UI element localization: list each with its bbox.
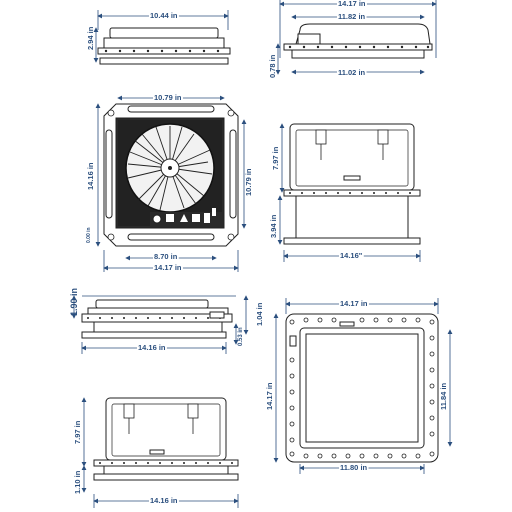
view-top-left: 10.44 in 2.94 in <box>86 10 231 65</box>
dim-profile-small-height: 0.53 in <box>238 327 244 346</box>
dim-profile-upper-height: 1.90 in <box>69 288 79 316</box>
dim-lower-base-height: 1.10 in <box>73 470 82 494</box>
dim-profile-width: 14.16 in <box>138 343 166 352</box>
view-front-fan: 10.79 in 14.16 in 10.79 in 0.00 in <box>0 0 253 272</box>
dim-front-bottom-outer: 14.17 in <box>154 263 182 272</box>
label-backdrop <box>153 252 179 261</box>
label-backdrop <box>137 343 167 352</box>
dim-front-height: 14.16 in <box>86 162 95 190</box>
dim-lower-width: 14.16 in <box>150 496 178 505</box>
dim-frame-width: 14.17 in <box>340 299 368 308</box>
view-top-right: 14.17 in 11.82 in 0.78 in 11.02 in <box>268 0 437 78</box>
dim-front-inner-width: 10.79 in <box>154 93 182 102</box>
dim-front-inner-height: 10.79 in <box>244 168 253 196</box>
view-profile: 1.90 in 1.04 in 0.53 in 14.16 in <box>0 0 264 354</box>
view-bottom-frame: 14.17 in 14.17 in 11.84 in 11.80 <box>265 298 453 474</box>
view-lower-side: 7.97 in 1.10 in 14.16 in <box>73 397 239 508</box>
dim-top-right-height: 0.78 in <box>268 54 277 78</box>
label-backdrop <box>149 496 179 505</box>
dim-front-tiny: 0.00 in <box>86 227 92 243</box>
dim-profile-right-height: 1.04 in <box>255 302 264 326</box>
dim-side-base-height: 3.94 in <box>269 214 278 238</box>
label-backdrop <box>153 263 183 272</box>
dim-top-left-height: 2.94 in <box>86 26 95 50</box>
dim-lower-height: 7.97 in <box>73 420 82 444</box>
label-backdrop <box>337 68 367 77</box>
dim-frame-height: 14.17 in <box>265 382 274 410</box>
dim-top-right-width: 14.17 in <box>338 0 366 8</box>
label-backdrop <box>337 12 367 21</box>
label-backdrop <box>337 0 367 8</box>
dim-front-bottom-inner: 8.70 in <box>154 252 178 261</box>
label-backdrop <box>149 11 179 20</box>
dim-frame-inner-width: 11.80 in <box>340 463 368 472</box>
label-backdrop <box>339 251 364 260</box>
dim-top-right-inner: 11.82 in <box>338 12 366 21</box>
view-side-mount: 7.97 in 3.94 in 14.16" <box>269 123 421 262</box>
dim-top-left-width: 10.44 in <box>150 11 178 20</box>
dim-frame-inner-height: 11.84 in <box>439 382 448 410</box>
label-backdrop <box>153 93 183 102</box>
label-backdrop <box>339 463 369 472</box>
dim-top-right-base: 11.02 in <box>338 68 366 77</box>
label-backdrop <box>339 299 369 308</box>
dim-side-height: 7.97 in <box>271 146 280 170</box>
label-backdrop <box>0 0 30 2</box>
dim-side-base-width: 14.16" <box>340 251 363 260</box>
